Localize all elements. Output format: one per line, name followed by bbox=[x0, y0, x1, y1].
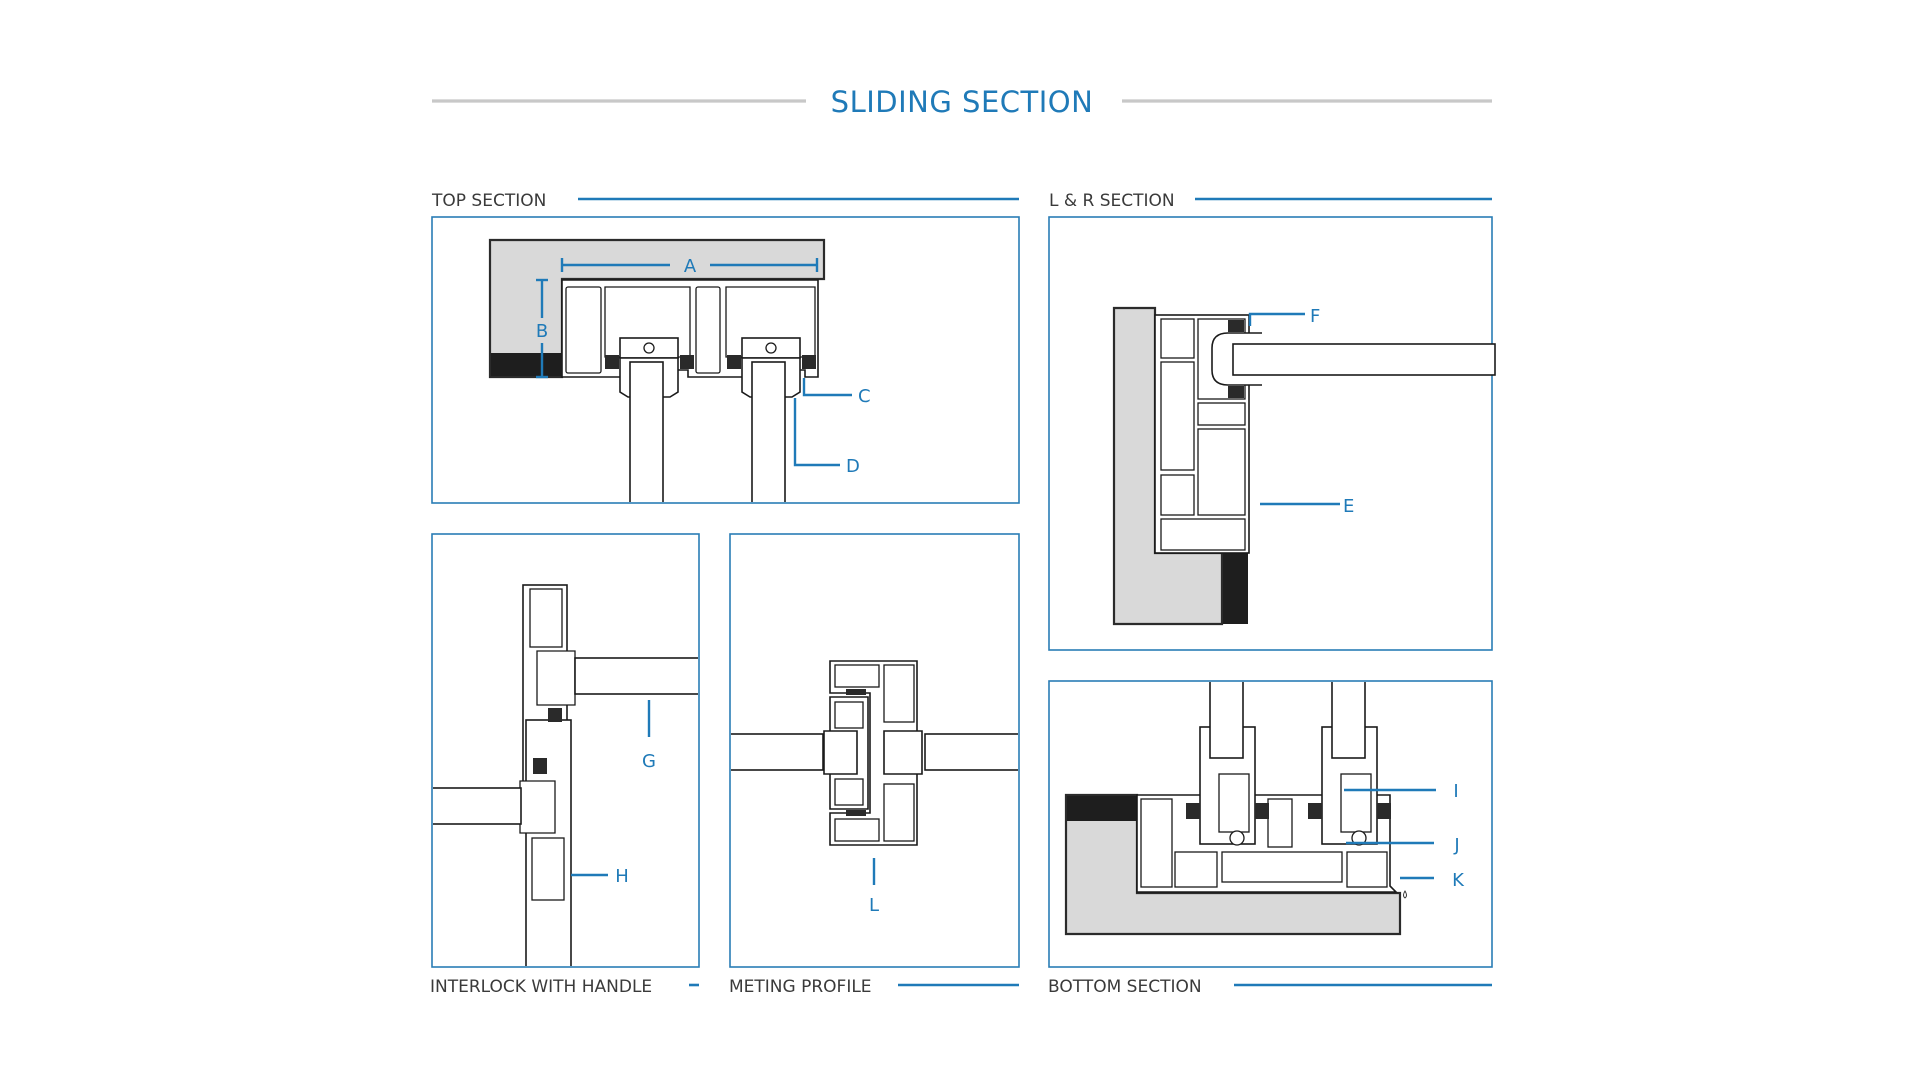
brush-seal bbox=[846, 810, 866, 816]
meting-section-label: METING PROFILE bbox=[729, 977, 872, 997]
glass-pane bbox=[433, 787, 522, 825]
meting-section-header: METING PROFILE bbox=[729, 977, 1019, 997]
callout-j: J bbox=[1453, 835, 1459, 856]
glass-pane bbox=[1232, 343, 1496, 376]
roller-wheel bbox=[1351, 830, 1367, 846]
leader-f bbox=[1248, 312, 1305, 326]
glass-pane bbox=[1209, 682, 1244, 759]
brush-seal bbox=[680, 355, 694, 369]
interlock-section-frame bbox=[431, 533, 700, 968]
brush-seal bbox=[1255, 803, 1269, 819]
brush-seal bbox=[548, 708, 562, 722]
brush-seal bbox=[802, 355, 816, 369]
dimension-a: A bbox=[560, 256, 819, 277]
brush-seal bbox=[605, 355, 619, 369]
interlock-section-header: INTERLOCK WITH HANDLE bbox=[430, 977, 699, 997]
callout-l: L bbox=[869, 895, 879, 916]
brush-seal bbox=[727, 355, 741, 369]
sealant-block bbox=[1223, 553, 1248, 624]
callout-h: H bbox=[615, 866, 629, 887]
bottom-section-drawing: I J K bbox=[1064, 682, 1465, 936]
top-section-header: TOP SECTION bbox=[431, 191, 1019, 211]
page-title: SLIDING SECTION bbox=[831, 85, 1094, 119]
glass-pane bbox=[751, 361, 786, 502]
water-drop-icon bbox=[1403, 890, 1407, 899]
sealant-block bbox=[491, 353, 561, 376]
callout-a: A bbox=[684, 256, 697, 277]
meting-section-frame bbox=[729, 533, 1020, 968]
top-section-label: TOP SECTION bbox=[431, 191, 546, 211]
lr-section-drawing: F E bbox=[1112, 306, 1496, 626]
callout-i: I bbox=[1453, 781, 1458, 802]
brush-seal bbox=[846, 689, 866, 695]
callout-g: G bbox=[642, 751, 656, 772]
bottom-section-label: BOTTOM SECTION bbox=[1048, 977, 1202, 997]
brush-seal bbox=[1186, 803, 1200, 819]
glass-pane bbox=[629, 361, 664, 502]
leader-c bbox=[802, 378, 852, 397]
callout-d: D bbox=[846, 456, 860, 477]
top-section-frame bbox=[431, 216, 1020, 504]
meting-section-drawing: L bbox=[731, 660, 1018, 916]
sealant-block bbox=[1067, 796, 1137, 821]
glass-pane bbox=[574, 657, 698, 695]
brush-seal bbox=[1228, 320, 1244, 332]
dimension-b: B bbox=[536, 278, 548, 379]
bottom-section-header: BOTTOM SECTION bbox=[1048, 977, 1492, 997]
callout-e: E bbox=[1343, 496, 1354, 517]
leader-d bbox=[793, 398, 840, 467]
roller-wheel bbox=[1229, 830, 1245, 846]
interlock-section-label: INTERLOCK WITH HANDLE bbox=[430, 977, 652, 997]
glass-pane bbox=[731, 733, 824, 771]
callout-b: B bbox=[536, 321, 548, 342]
top-section-drawing: A B C D bbox=[488, 238, 871, 502]
interlock-section-drawing: G H bbox=[433, 584, 698, 966]
lr-section-header: L & R SECTION bbox=[1049, 191, 1492, 211]
brush-seal bbox=[1308, 803, 1322, 819]
wall-section bbox=[488, 238, 826, 379]
callout-f: F bbox=[1310, 306, 1320, 327]
lr-section-frame bbox=[1048, 216, 1493, 651]
brush-seal bbox=[1228, 386, 1244, 398]
glass-pane bbox=[1331, 682, 1366, 759]
lr-section-label: L & R SECTION bbox=[1049, 191, 1175, 211]
brush-seal bbox=[533, 758, 547, 774]
callout-c: C bbox=[858, 386, 871, 407]
glass-pane bbox=[924, 733, 1018, 771]
callout-k: K bbox=[1452, 870, 1465, 891]
brush-seal bbox=[1377, 803, 1391, 819]
bottom-section-frame bbox=[1048, 680, 1493, 968]
